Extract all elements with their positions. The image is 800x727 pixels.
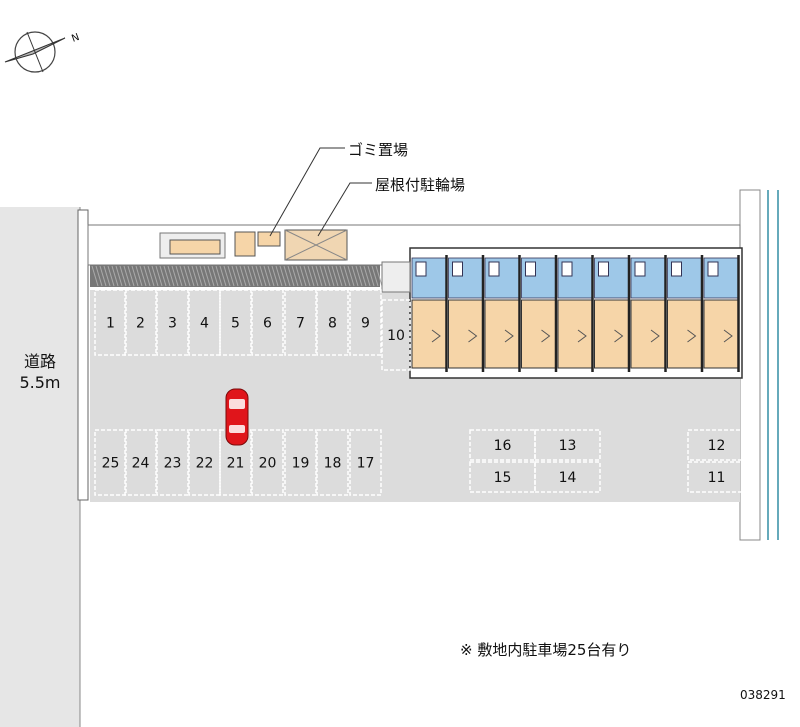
svg-text:N: N — [70, 32, 81, 45]
parking-slot-23: 23 — [156, 429, 189, 496]
slot-number: 5 — [231, 316, 240, 332]
slot-number: 12 — [708, 438, 726, 454]
parking-slot-13: 13 — [534, 429, 601, 461]
road-width: 5.5m — [19, 373, 60, 392]
slot-number: 9 — [361, 316, 370, 332]
parking-slot-11: 11 — [687, 461, 746, 493]
parking-slot-19: 19 — [284, 429, 317, 496]
apartment-unit — [667, 255, 704, 372]
parking-slot-20: 20 — [251, 429, 284, 496]
parking-slot-18: 18 — [316, 429, 349, 496]
slot-number: 3 — [168, 316, 177, 332]
parking-slot-8: 8 — [316, 289, 349, 356]
road-name: 道路 — [24, 352, 56, 371]
slot-number: 17 — [357, 456, 375, 472]
bike-parking — [284, 229, 348, 261]
parking-slot-6: 6 — [251, 289, 284, 356]
slot-number: 10 — [387, 328, 405, 344]
apartment-unit — [557, 255, 594, 372]
apartment-building — [409, 247, 743, 379]
slot-number: 16 — [494, 438, 512, 454]
apartment-unit — [703, 255, 740, 372]
slot-number: 2 — [136, 316, 145, 332]
parking-slot-1: 1 — [94, 289, 127, 356]
parking-slot-3: 3 — [156, 289, 189, 356]
parking-slot-24: 24 — [124, 429, 157, 496]
parking-slot-5: 5 — [219, 289, 252, 356]
slot-number: 7 — [296, 316, 305, 332]
slot-number: 13 — [559, 438, 577, 454]
parking-slot-25: 25 — [94, 429, 127, 496]
slot-number: 21 — [227, 456, 245, 472]
parking-slot-14: 14 — [534, 461, 601, 493]
garbage-area — [169, 231, 281, 257]
right-boundary — [739, 189, 779, 541]
road-strip — [0, 207, 80, 727]
car-icon — [225, 388, 249, 446]
boundary-wall-left — [77, 209, 89, 501]
apartment-unit — [484, 255, 521, 372]
slot-number: 4 — [200, 316, 209, 332]
slot-number: 14 — [559, 470, 577, 486]
slot-number: 23 — [164, 456, 182, 472]
compass-icon: N — [4, 31, 81, 73]
parking-slot-17: 17 — [349, 429, 382, 496]
slot-number: 19 — [292, 456, 310, 472]
slot-number: 18 — [324, 456, 342, 472]
slot-number: 11 — [708, 470, 726, 486]
parking-slot-2: 2 — [124, 289, 157, 356]
apartment-unit — [630, 255, 667, 372]
apartment-unit — [521, 255, 558, 372]
slot-number: 15 — [494, 470, 512, 486]
slot-number: 20 — [259, 456, 277, 472]
slot-number: 25 — [102, 456, 120, 472]
apartment-unit — [594, 255, 631, 372]
apartment-unit — [411, 255, 448, 372]
slot-number: 1 — [106, 316, 115, 332]
parking-slot-7: 7 — [284, 289, 317, 356]
parking-slot-9: 9 — [349, 289, 382, 356]
bike-label: 屋根付駐輪場 — [375, 176, 465, 194]
slot-number: 24 — [132, 456, 150, 472]
slot-number: 22 — [196, 456, 214, 472]
parking-slot-12: 12 — [687, 429, 746, 461]
footnote: ※ 敷地内駐車場25台有り — [460, 641, 631, 659]
code: 038291 — [740, 688, 786, 702]
parking-slot-10: 10 — [381, 299, 411, 371]
apartment-unit — [448, 255, 485, 372]
garbage-label: ゴミ置場 — [348, 141, 408, 159]
slot-number: 8 — [328, 316, 337, 332]
slot-number: 6 — [263, 316, 272, 332]
